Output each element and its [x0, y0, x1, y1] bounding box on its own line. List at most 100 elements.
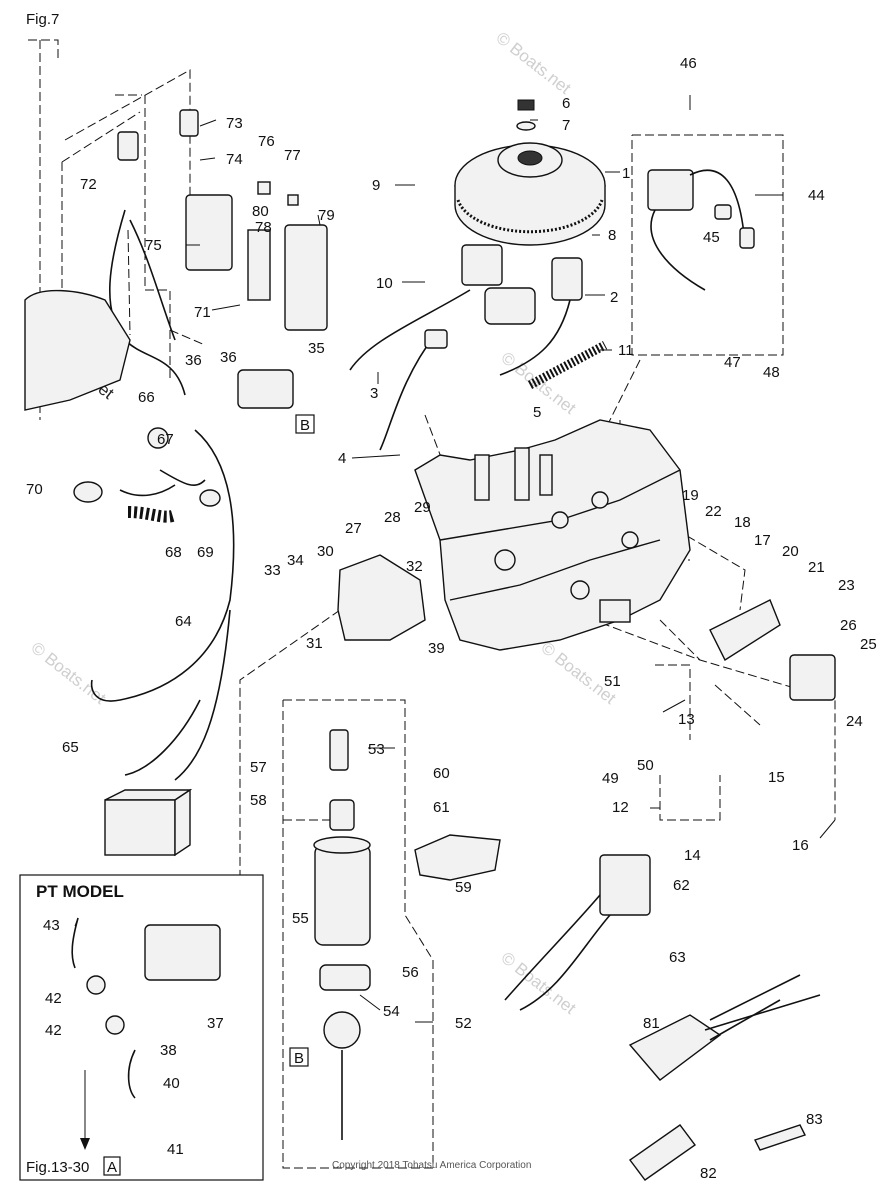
part-label-78: 78: [255, 219, 272, 236]
part-label-77: 77: [284, 147, 301, 164]
part-label-12: 12: [612, 799, 629, 816]
copyright-text: Copyright 2018 Tohatsu America Corporati…: [332, 1160, 531, 1171]
inset-title: PT MODEL: [36, 882, 124, 901]
part-label-13: 13: [678, 711, 695, 728]
part-label-80: 80: [252, 203, 269, 220]
part-label-8: 8: [608, 227, 616, 244]
part-label-17: 17: [754, 532, 771, 549]
part-label-21: 21: [808, 559, 825, 576]
part-label-28: 28: [384, 509, 401, 526]
part-label-34: 34: [287, 552, 304, 569]
part-label-30: 30: [317, 543, 334, 560]
leader-lines: [74, 95, 836, 1023]
part-label-18: 18: [734, 514, 751, 531]
part-label-22: 22: [705, 503, 722, 520]
fig-ref-bottom: Fig.13-30: [26, 1159, 89, 1176]
part-label-61: 61: [433, 799, 450, 816]
part-label-35: 35: [308, 340, 325, 357]
part-label-7: 7: [562, 117, 570, 134]
part-label-1: 1: [622, 165, 630, 182]
part-label-38: 38: [160, 1042, 177, 1059]
part-label-57: 57: [250, 759, 267, 776]
part-label-67: 67: [157, 431, 174, 448]
part-label-11: 11: [618, 342, 634, 359]
part-label-81: 81: [643, 1015, 660, 1032]
part-label-66: 66: [138, 389, 155, 406]
part-label-55: 55: [292, 910, 309, 927]
part-label-74: 74: [226, 151, 243, 168]
box-ref-lower: B: [294, 1050, 304, 1067]
part-label-9: 9: [372, 177, 380, 194]
part-label-70: 70: [26, 481, 43, 498]
part-label-79: 79: [318, 207, 335, 224]
part-label-51: 51: [604, 673, 621, 690]
harness-81: [628, 974, 821, 1081]
part-label-36a: 36: [185, 352, 202, 369]
part-label-47: 47: [724, 354, 741, 371]
part-label-63: 63: [669, 949, 686, 966]
part-label-71: 71: [194, 304, 211, 321]
part-label-15: 15: [768, 769, 785, 786]
harness-left: [73, 209, 294, 781]
part-label-83: 83: [806, 1111, 823, 1128]
charge-coil: [499, 257, 583, 376]
part-label-75: 75: [145, 237, 162, 254]
part-label-23: 23: [838, 577, 855, 594]
part-label-6: 6: [562, 95, 570, 112]
watermark: © Boats.net: [493, 28, 575, 98]
part-label-24: 24: [846, 713, 863, 730]
part-label-41: 41: [167, 1141, 184, 1158]
part-label-82: 82: [700, 1165, 717, 1182]
regulator-62: [504, 854, 651, 1011]
figure-references: Fig.7 Fig.13-30 A B B PT MODEL: [26, 11, 315, 1176]
part-label-32: 32: [406, 558, 423, 575]
watermark: © Boats.net: [498, 948, 580, 1018]
part-label-14: 14: [684, 847, 701, 864]
part-label-54: 54: [383, 1003, 400, 1020]
part-label-37: 37: [207, 1015, 224, 1032]
rectifier-24: [789, 654, 836, 701]
part-label-68: 68: [165, 544, 182, 561]
part-label-76: 76: [258, 133, 275, 150]
part-label-50: 50: [637, 757, 654, 774]
part-label-56: 56: [402, 964, 419, 981]
part-label-20: 20: [782, 543, 799, 560]
part-label-53: 53: [368, 741, 385, 758]
grommet-82: [629, 1124, 696, 1181]
ignition-coil: [647, 169, 755, 291]
part-label-3: 3: [370, 385, 378, 402]
starter-bracket-59: [414, 834, 501, 881]
box-ref-upper: B: [300, 417, 310, 434]
part-label-59: 59: [455, 879, 472, 896]
part-label-65: 65: [62, 739, 79, 756]
part-label-52: 52: [455, 1015, 472, 1032]
part-labels: 1 2 3 4 5 6 7 8 9 10 11 12 13 14 15 16 1…: [26, 55, 877, 1182]
part-label-72: 72: [80, 176, 97, 193]
clamp-83: [754, 1124, 806, 1151]
part-label-40: 40: [163, 1075, 180, 1092]
part-label-62: 62: [673, 877, 690, 894]
part-label-39: 39: [428, 640, 445, 657]
part-label-33: 33: [264, 562, 281, 579]
part-label-42b: 42: [45, 1022, 62, 1039]
part-label-58: 58: [250, 792, 267, 809]
part-label-49: 49: [602, 770, 619, 787]
flywheel: [454, 99, 606, 246]
part-label-5: 5: [533, 404, 541, 421]
pt-model-inset: [19, 874, 264, 1181]
battery: [104, 788, 193, 857]
part-label-64: 64: [175, 613, 192, 630]
part-label-25: 25: [860, 636, 877, 653]
fig-ref-top: Fig.7: [26, 11, 59, 28]
fig-ref-bottom-box: A: [107, 1159, 117, 1176]
pulser-coil: [349, 244, 536, 451]
part-label-48: 48: [763, 364, 780, 381]
part-label-27: 27: [345, 520, 362, 537]
part-label-26: 26: [840, 617, 857, 634]
rectifier-parts: [117, 109, 328, 331]
part-label-19: 19: [682, 487, 699, 504]
part-label-29: 29: [414, 499, 431, 516]
engine-block: [414, 419, 691, 651]
part-label-36b: 36: [220, 349, 237, 366]
bracket-17: [709, 599, 781, 662]
